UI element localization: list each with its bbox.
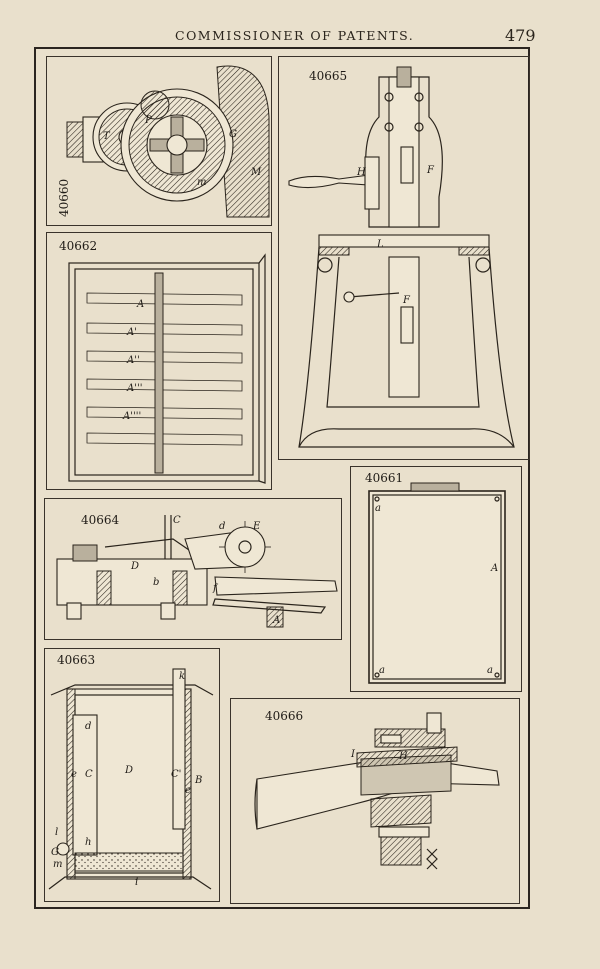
svg-text:A: A [490, 563, 498, 574]
svg-text:k: k [179, 671, 185, 682]
plate-frame [34, 47, 530, 909]
svg-text:D: D [130, 561, 139, 572]
figure-40663: 40663 k d D C C' B e e l h G m i [44, 648, 220, 902]
svg-text:l: l [55, 827, 58, 838]
cutting-device-drawing: C d E D b f A [56, 515, 338, 628]
svg-text:A: A [136, 299, 144, 310]
figure-40660: 40660 T P G M m [46, 56, 272, 226]
svg-text:F: F [426, 165, 435, 176]
figure-label: 40666 [265, 709, 304, 723]
figure-40664: 40664 C d E D b f A [44, 498, 342, 640]
figure-40662: 40662 A A' A'' A''' A'''' [46, 232, 272, 490]
gear-mechanism-drawing: T P G M m [66, 65, 270, 218]
svg-text:i: i [135, 877, 138, 888]
svg-text:P: P [144, 115, 152, 126]
svg-text:C: C [85, 769, 93, 780]
panel-drawing: a A a a [368, 482, 506, 684]
svg-text:H: H [356, 167, 366, 178]
svg-text:A'': A'' [126, 355, 140, 366]
svg-text:F: F [402, 295, 411, 306]
svg-text:C: C [173, 515, 181, 526]
rack-frame-drawing: A A' A'' A''' A'''' [68, 253, 266, 484]
running-header: COMMISSIONER OF PATENTS. [175, 28, 415, 43]
svg-text:C': C' [171, 769, 181, 780]
svg-text:e: e [71, 769, 77, 780]
svg-text:m: m [53, 859, 62, 870]
svg-text:d: d [85, 721, 91, 732]
machine-drawing: H F L F [288, 66, 515, 448]
svg-text:a: a [375, 503, 381, 514]
svg-text:a: a [379, 665, 385, 676]
svg-text:A'''': A'''' [122, 411, 141, 422]
svg-text:H: H [398, 751, 408, 762]
figure-40665: 40665 H F L F [278, 56, 530, 460]
svg-text:I: I [350, 749, 356, 760]
svg-text:T: T [103, 131, 111, 142]
svg-text:d: d [219, 521, 225, 532]
page-number: 479 [505, 26, 536, 45]
figure-label: 40663 [57, 653, 96, 667]
gun-stock-drawing: I H [254, 712, 500, 870]
svg-text:G: G [229, 129, 237, 140]
figure-40661: 40661 a A a a [350, 466, 522, 692]
figure-label: 40665 [309, 69, 348, 83]
figure-label: 40664 [81, 513, 120, 527]
svg-text:A: A [272, 615, 280, 626]
svg-text:e: e [185, 785, 191, 796]
svg-text:D: D [124, 765, 133, 776]
svg-text:E: E [252, 521, 261, 532]
figure-label: 40661 [365, 471, 404, 485]
svg-text:A''': A''' [126, 383, 142, 394]
figure-label: 40662 [59, 239, 98, 253]
svg-text:a: a [487, 665, 493, 676]
vessel-drawing: k d D C C' B e e l h G m i [48, 668, 214, 890]
svg-text:f: f [212, 583, 219, 594]
svg-text:L: L [376, 239, 384, 250]
svg-text:h: h [85, 837, 91, 848]
svg-text:B: B [194, 775, 202, 786]
figure-40666: 40666 I H [230, 698, 520, 904]
svg-text:m: m [197, 177, 206, 188]
svg-text:b: b [153, 577, 159, 588]
svg-text:M: M [250, 167, 262, 178]
svg-text:G: G [51, 847, 59, 858]
svg-text:A': A' [126, 327, 137, 338]
